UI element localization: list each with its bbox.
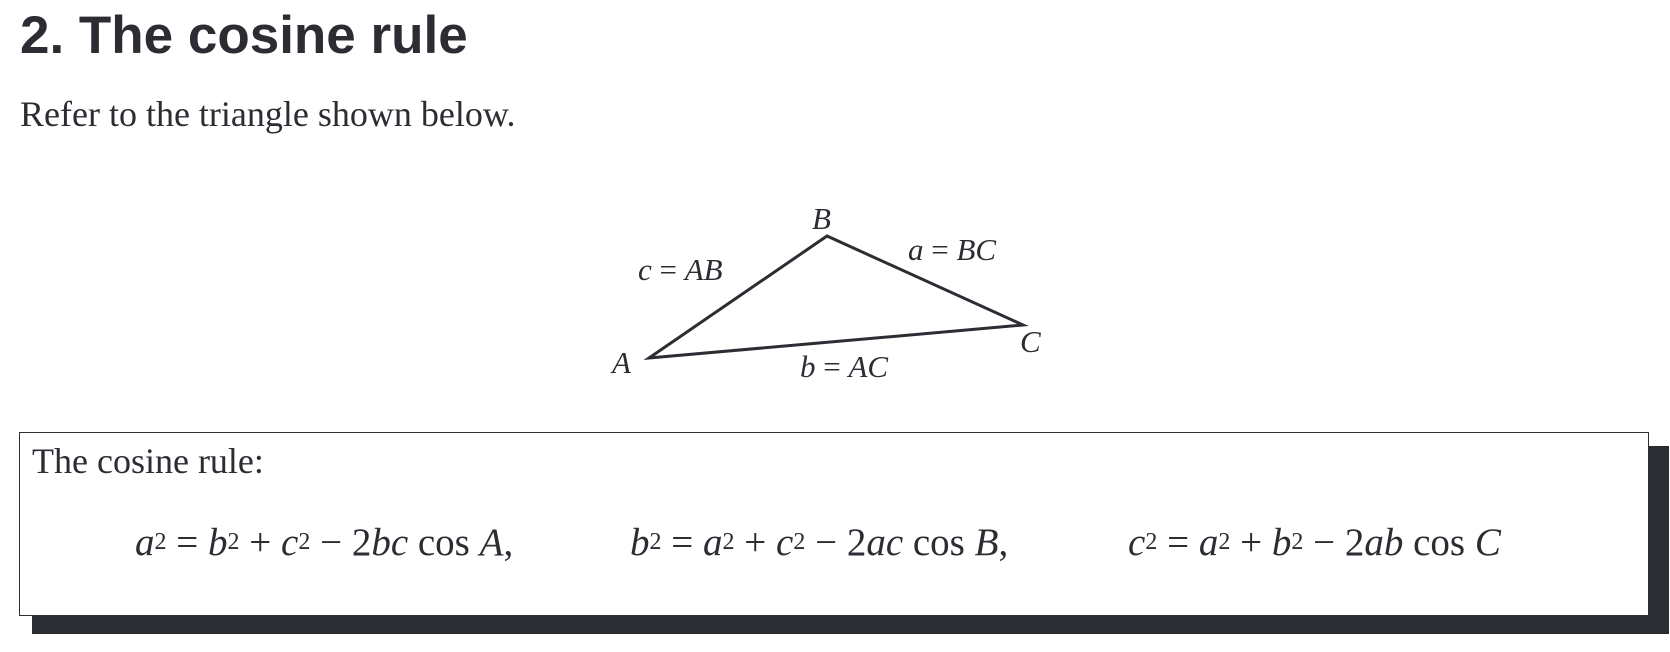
vertex-label-a: A bbox=[610, 345, 632, 380]
intro-text: Refer to the triangle shown below. bbox=[20, 94, 516, 134]
formula-c: c2 = a2 + b2 − 2ab cos C bbox=[1128, 521, 1501, 564]
formula-b: b2 = a2 + c2 − 2ac cos B, bbox=[630, 521, 1009, 564]
page-title: 2. The cosine rule bbox=[20, 6, 468, 65]
triangle-diagram: A B C c = AB a = BC b = AC bbox=[610, 201, 1041, 384]
vertex-label-b: B bbox=[812, 201, 831, 236]
side-label-ac: b = AC bbox=[800, 349, 888, 384]
side-label-bc: a = BC bbox=[908, 232, 996, 267]
vertex-label-c: C bbox=[1020, 324, 1041, 359]
formula-a: a2 = b2 + c2 − 2bc cos A, bbox=[135, 521, 514, 564]
side-label-ab: c = AB bbox=[638, 252, 723, 287]
cosine-rule-box: The cosine rule: a2 = b2 + c2 − 2bc cos … bbox=[19, 432, 1649, 616]
rule-box-title: The cosine rule: bbox=[32, 441, 264, 481]
triangle-shape bbox=[643, 234, 1029, 360]
